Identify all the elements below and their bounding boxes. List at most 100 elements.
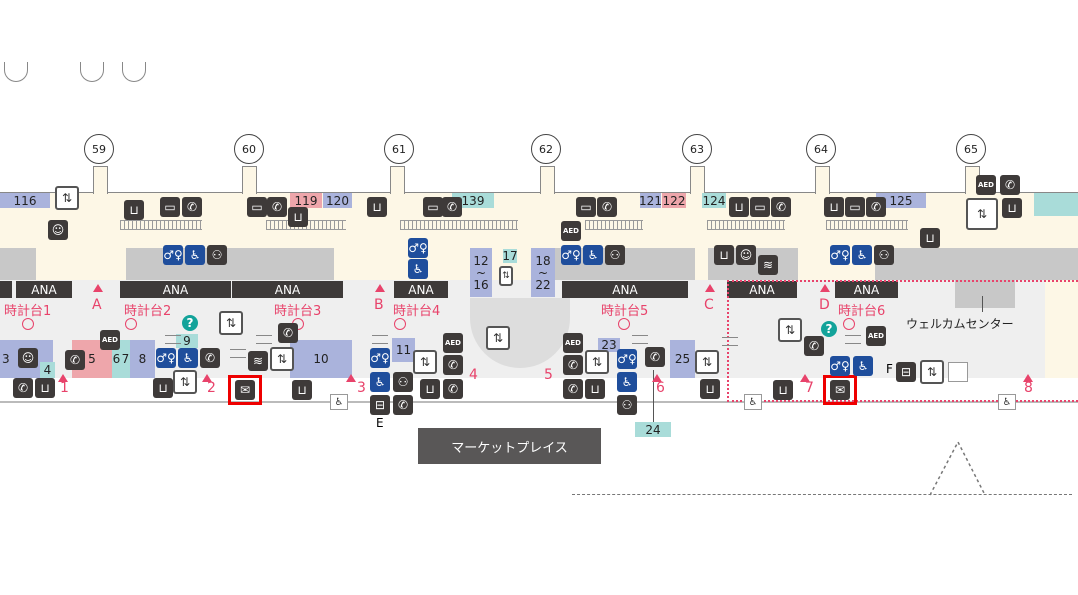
cart-icon[interactable]: ⊔ [1002,198,1022,218]
elevator-icon[interactable]: ⇅ [966,198,998,230]
baby-care-icon[interactable]: ⚇ [605,245,625,265]
phone-icon[interactable]: ✆ [443,355,463,375]
ana-counter[interactable]: ANA [394,281,448,298]
gate-65[interactable]: 65 [956,134,986,164]
phone-icon[interactable]: ✆ [13,378,33,398]
pc-icon[interactable]: ▭ [576,197,596,217]
wheelchair-toilet-icon[interactable]: ♿ [617,372,637,392]
elevator-icon[interactable]: ⇅ [270,347,294,371]
entrance-7[interactable]: 7 [805,380,814,396]
baby-care-icon[interactable]: ⚇ [393,372,413,392]
toilet-icon[interactable]: ♂♀ [408,238,428,258]
cart-icon[interactable]: ⊔ [824,197,844,217]
elevator-icon[interactable]: ⇅ [173,370,197,394]
entrance-1[interactable]: 1 [60,380,69,396]
accessible-icon[interactable]: ♿ [998,394,1016,410]
ana-counter[interactable]: ANA [16,281,72,298]
gate-60[interactable]: 60 [234,134,264,164]
wheelchair-toilet-icon[interactable]: ♿ [178,348,198,368]
baby-care-icon[interactable]: ⚇ [617,395,637,415]
toilet-icon[interactable]: ♂♀ [561,245,581,265]
room-120[interactable]: 120 [323,193,352,208]
room-119[interactable]: 119 [290,193,322,208]
phone-icon[interactable]: ✆ [65,350,85,370]
mail-highlight[interactable]: ✉ [228,375,262,405]
pc-icon[interactable]: ▭ [845,197,865,217]
accessible-icon[interactable]: ♿ [330,394,348,410]
room-124[interactable]: 124 [702,193,726,208]
ana-counter[interactable]: ANA [727,281,797,298]
aed-icon[interactable]: AED [563,333,583,353]
room-10[interactable]: 10 [290,340,352,378]
elevator-icon[interactable]: ⇅ [413,350,437,374]
room-121[interactable]: 121 [639,193,662,208]
phone-icon[interactable]: ✆ [200,348,220,368]
marketplace-button[interactable]: マーケットプレイス [418,428,601,464]
aed-icon[interactable]: AED [976,175,996,195]
phone-icon[interactable]: ✆ [267,197,287,217]
gate-63[interactable]: 63 [682,134,712,164]
room-11[interactable]: 11 [392,338,415,362]
pc-icon[interactable]: ▭ [423,197,443,217]
room-8[interactable]: 8 [130,340,155,378]
info-icon[interactable]: ? [182,315,198,331]
cart-icon[interactable]: ⊔ [700,379,720,399]
wheelchair-toilet-icon[interactable]: ♿ [853,356,873,376]
pc-icon[interactable]: ▭ [247,197,267,217]
ana-counter[interactable]: ANA [835,281,898,298]
baby-care-icon[interactable]: ⚇ [874,245,894,265]
toilet-icon[interactable]: ♂♀ [830,245,850,265]
cart-icon[interactable]: ⊔ [153,378,173,398]
entrance-3[interactable]: 3 [357,380,366,396]
mail-highlight[interactable]: ✉ [823,375,857,405]
phone-icon[interactable]: ✆ [866,197,886,217]
accessible-icon[interactable]: ♿ [744,394,762,410]
cart-icon[interactable]: ⊔ [35,378,55,398]
room-9[interactable]: 9 [176,334,198,348]
wheelchair-toilet-icon[interactable]: ♿ [370,372,390,392]
toilet-icon[interactable]: ♂♀ [830,356,850,376]
ana-counter[interactable]: ANA [562,281,688,298]
aed-icon[interactable]: AED [866,326,886,346]
mail-icon[interactable]: ✉ [830,380,850,400]
service-staff-icon[interactable]: ☺ [18,348,38,368]
room-12-16[interactable]: 12~16 [470,248,492,297]
wheelchair-toilet-icon[interactable]: ♿ [583,245,603,265]
phone-icon[interactable]: ✆ [597,197,617,217]
elevator-icon[interactable]: ⇅ [219,311,243,335]
ana-counter[interactable]: ANA [232,281,343,298]
entrance-6[interactable]: 6 [656,380,665,396]
lounge-icon[interactable] [948,362,968,382]
phone-icon[interactable]: ✆ [563,379,583,399]
cart-icon[interactable]: ⊔ [585,379,605,399]
elevator-icon[interactable]: ⇅ [55,186,79,210]
cart-icon[interactable]: ⊔ [367,197,387,217]
gate-61[interactable]: 61 [384,134,414,164]
phone-icon[interactable]: ✆ [442,197,462,217]
phone-icon[interactable]: ✆ [278,323,298,343]
entrance-5[interactable]: 5 [544,367,553,383]
cart-icon[interactable]: ⊔ [714,245,734,265]
phone-icon[interactable]: ✆ [393,395,413,415]
room-4[interactable]: 4 [40,362,55,378]
pc-icon[interactable]: ▭ [750,197,770,217]
phone-icon[interactable]: ✆ [645,347,665,367]
toilet-icon[interactable]: ♂♀ [370,348,390,368]
phone-icon[interactable]: ✆ [443,379,463,399]
aed-icon[interactable]: AED [443,333,463,353]
smoking-icon[interactable]: ≋ [248,351,268,371]
room-6[interactable]: 6 [112,340,121,378]
room-24[interactable]: 24 [635,422,671,437]
cart-icon[interactable]: ⊔ [729,197,749,217]
elevator-icon[interactable]: ⇅ [695,350,719,374]
room-125[interactable]: 125 [876,193,926,208]
elevator-icon[interactable]: ⇅ [778,318,802,342]
welcome-center-label[interactable]: ウェルカムセンター [906,317,1014,331]
phone-icon[interactable]: ✆ [771,197,791,217]
aed-icon[interactable]: AED [100,330,120,350]
cart-icon[interactable]: ⊔ [288,207,308,227]
phone-icon[interactable]: ✆ [1000,175,1020,195]
wheelchair-toilet-icon[interactable]: ♿ [852,245,872,265]
nursing-icon[interactable]: ☺ [736,245,756,265]
locker-icon[interactable]: ⊟ [896,362,916,382]
